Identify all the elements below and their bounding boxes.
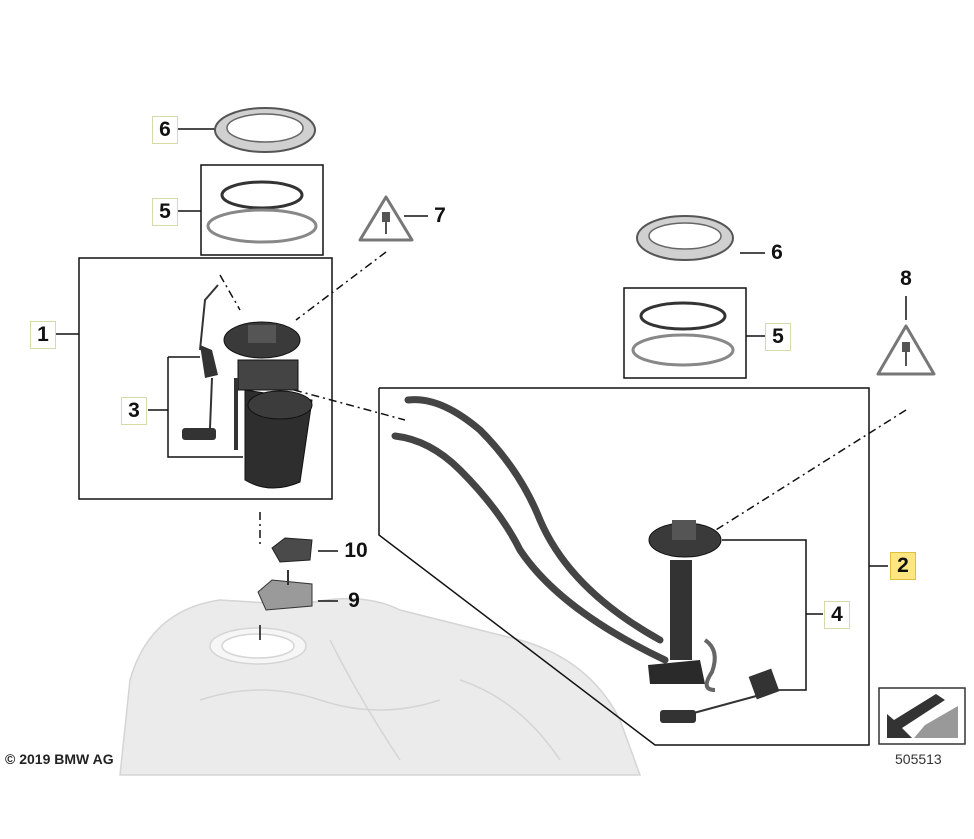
fuel-pump-unit-left: [182, 284, 313, 489]
plug-warning-icon: [876, 324, 936, 376]
callout-6-left[interactable]: 6: [152, 116, 178, 144]
retaining-ring-right: [636, 215, 734, 261]
copyright-text: © 2019 BMW AG: [5, 751, 114, 767]
seal-rings-left: [206, 180, 318, 244]
seal-rings-right: [631, 301, 735, 367]
left-group: [52, 128, 428, 640]
document-number: 505513: [895, 751, 942, 767]
callout-5-right[interactable]: 5: [765, 323, 791, 351]
arrow-return-icon: [878, 687, 966, 745]
fuel-line-assembly: [391, 396, 669, 664]
callout-3[interactable]: 3: [121, 397, 147, 425]
fuel-sender-right: [648, 520, 780, 723]
callout-8[interactable]: 8: [900, 267, 912, 290]
callout-1[interactable]: 1: [30, 321, 56, 349]
callout-5-left[interactable]: 5: [152, 198, 178, 226]
callout-2[interactable]: 2: [890, 552, 916, 580]
bracket-part-9: [257, 570, 338, 611]
fuel-tank: [119, 597, 642, 776]
plug-warning-icon: [358, 195, 414, 242]
callout-4[interactable]: 4: [824, 601, 850, 629]
cover-part-10: [271, 537, 338, 563]
callout-6-right[interactable]: 6: [771, 241, 783, 264]
retaining-ring-left: [214, 107, 316, 153]
right-group: [378, 252, 907, 746]
callout-10[interactable]: 10: [344, 539, 368, 562]
callout-9[interactable]: 9: [348, 589, 360, 612]
callout-7[interactable]: 7: [434, 204, 446, 227]
